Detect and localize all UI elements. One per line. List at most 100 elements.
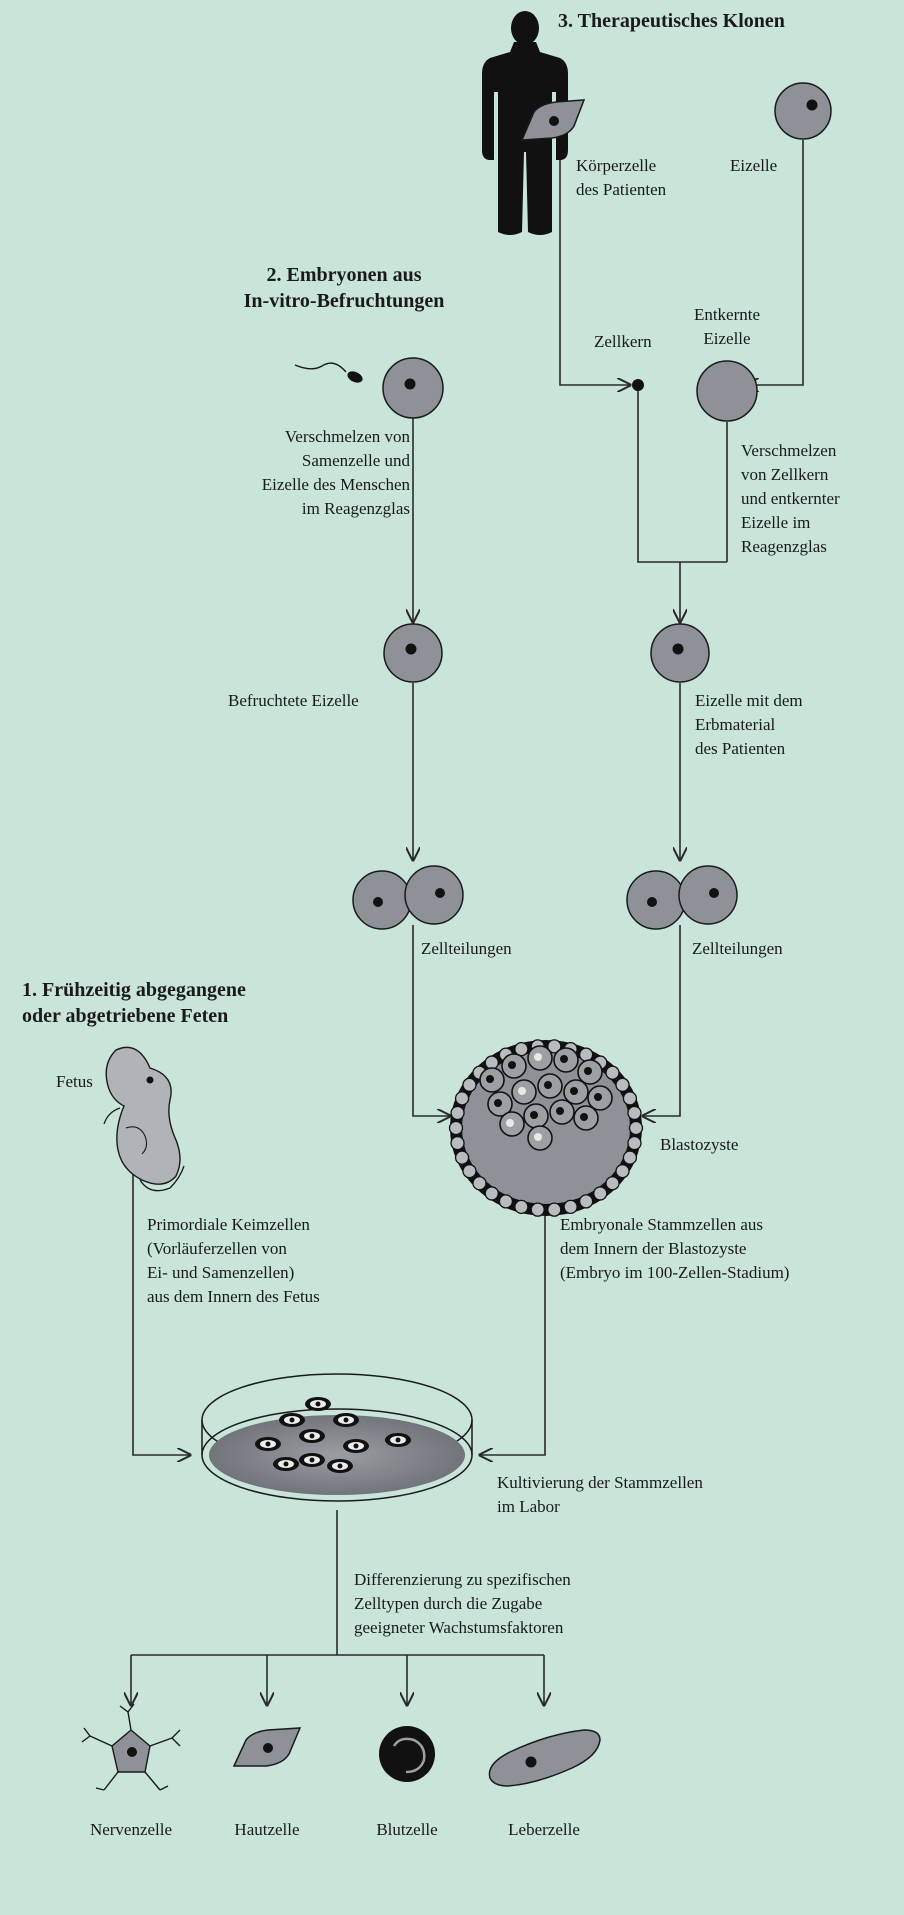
stem-cell-nucleus	[354, 1444, 359, 1449]
label-pgc-line-4: aus dem Innern des Fetus	[147, 1285, 320, 1309]
inner-cell-nucleus	[506, 1119, 514, 1127]
egg-cell-top	[775, 83, 831, 139]
stem-cell-nucleus	[284, 1462, 289, 1467]
heading-ivf-line-2: In-vitro-Befruchtungen	[204, 288, 484, 314]
trophoblast-cell	[606, 1066, 619, 1079]
trophoblast-cell	[616, 1078, 629, 1091]
heading-ivf-line-1: 2. Embryonen aus	[204, 262, 484, 288]
label-pgc-line-1: Primordiale Keimzellen	[147, 1213, 320, 1237]
label-fusion-ivf: Verschmelzen von Samenzelle und Eizelle …	[200, 425, 410, 521]
label-fusion-ivf-line-3: Eizelle des Menschen	[200, 473, 410, 497]
liver-cell-illustration	[489, 1730, 600, 1786]
inner-cell-nucleus	[560, 1055, 568, 1063]
inner-cell-nucleus	[580, 1113, 588, 1121]
trophoblast-cell	[623, 1092, 636, 1105]
stem-cell-nucleus	[266, 1442, 271, 1447]
label-pgc-line-2: (Vorläuferzellen von	[147, 1237, 320, 1261]
stem-cell-nucleus	[310, 1434, 315, 1439]
trophoblast-cell	[485, 1056, 498, 1069]
trophoblast-cell	[623, 1151, 636, 1164]
label-esc-line-3: (Embryo im 100-Zellen-Stadium)	[560, 1261, 789, 1285]
label-nucleus: Zellkern	[594, 330, 652, 354]
heading-fetuses: 1. Frühzeitig abgegangene oder abgetrieb…	[22, 977, 246, 1029]
trophoblast-cell	[580, 1195, 593, 1208]
two-cell-stage-right	[627, 866, 737, 929]
two-cell-stage-left	[353, 866, 463, 929]
label-body-cell-line-2: des Patienten	[576, 178, 666, 202]
fetus-illustration	[104, 1047, 184, 1190]
label-esc-line-1: Embryonale Stammzellen aus	[560, 1213, 789, 1237]
inner-cell-nucleus	[494, 1099, 502, 1107]
inner-cell-nucleus	[584, 1067, 592, 1075]
label-pgc-line-3: Ei- und Samenzellen)	[147, 1261, 320, 1285]
trophoblast-cell	[531, 1203, 544, 1216]
label-differentiation: Differenzierung zu spezifischen Zelltype…	[354, 1568, 571, 1640]
label-fusion-clone-line-4: Eizelle im	[741, 511, 840, 535]
ivf-egg-cell	[383, 358, 443, 418]
label-fusion-clone: Verschmelzen von Zellkern und entkernter…	[741, 439, 840, 559]
label-fusion-ivf-line-2: Samenzelle und	[200, 449, 410, 473]
inner-cell-nucleus	[508, 1061, 516, 1069]
stem-cell-nucleus	[396, 1438, 401, 1443]
inner-cell-nucleus	[486, 1075, 494, 1083]
label-egg-patient-line-1: Eizelle mit dem	[695, 689, 803, 713]
label-cultivation-line-2: im Labor	[497, 1495, 703, 1519]
heading-fetuses-line-1: 1. Frühzeitig abgegangene	[22, 977, 246, 1003]
arrow-right-division-to-blastocyst	[643, 925, 680, 1116]
stem-cell-nucleus	[310, 1458, 315, 1463]
blood-cell-illustration	[379, 1726, 435, 1782]
sperm-cell	[295, 363, 364, 385]
label-diff-line-2: Zelltypen durch die Zugabe	[354, 1592, 571, 1616]
skin-cell-illustration	[234, 1728, 300, 1766]
label-primordial-germ-cells: Primordiale Keimzellen (Vorläuferzellen …	[147, 1213, 320, 1309]
inner-cell-nucleus	[556, 1107, 564, 1115]
trophoblast-cell	[616, 1165, 629, 1178]
label-fusion-clone-line-1: Verschmelzen	[741, 439, 840, 463]
stem-cell-nucleus	[316, 1402, 321, 1407]
inner-cell-nucleus	[534, 1053, 542, 1061]
label-blastocyst: Blastozyste	[660, 1133, 738, 1157]
trophoblast-cell	[515, 1200, 528, 1213]
label-cell-division-right: Zellteilungen	[692, 937, 783, 961]
label-cultivation: Kultivierung der Stammzellen im Labor	[497, 1471, 703, 1519]
trophoblast-cell	[606, 1177, 619, 1190]
inner-cell-nucleus	[530, 1111, 538, 1119]
stem-cell-nucleus	[290, 1418, 295, 1423]
label-fertilized-egg: Befruchtete Eizelle	[228, 689, 359, 713]
trophoblast-cell	[630, 1122, 643, 1135]
label-embryonic-stem-cells: Embryonale Stammzellen aus dem Innern de…	[560, 1213, 789, 1285]
egg-with-patient-dna	[651, 624, 709, 682]
label-fusion-clone-line-5: Reagenzglas	[741, 535, 840, 559]
trophoblast-cell	[548, 1203, 561, 1216]
label-body-cell: Körperzelle des Patienten	[576, 154, 666, 202]
label-enucleated-egg: Entkernte Eizelle	[672, 303, 782, 351]
trophoblast-cell	[450, 1122, 463, 1135]
inner-cell-nucleus	[570, 1087, 578, 1095]
trophoblast-cell	[628, 1106, 641, 1119]
stem-cell-nucleus	[344, 1418, 349, 1423]
heading-ivf-embryos: 2. Embryonen aus In-vitro-Befruchtungen	[204, 262, 484, 314]
label-blood-cell: Blutzelle	[357, 1818, 457, 1842]
stem-cell-nucleus	[338, 1464, 343, 1469]
blastocyst-illustration	[450, 1040, 643, 1216]
inner-cell-nucleus	[594, 1093, 602, 1101]
heading-therapeutic-cloning: 3. Therapeutisches Klonen	[558, 8, 785, 34]
nerve-cell-illustration	[82, 1704, 180, 1790]
inner-cell-nucleus	[518, 1087, 526, 1095]
trophoblast-cell	[628, 1137, 641, 1150]
trophoblast-cell	[463, 1165, 476, 1178]
label-cell-division-left: Zellteilungen	[421, 937, 512, 961]
label-egg-patient-line-2: Erbmaterial	[695, 713, 803, 737]
trophoblast-cell	[456, 1092, 469, 1105]
trophoblast-cell	[594, 1187, 607, 1200]
label-fusion-ivf-line-4: im Reagenzglas	[200, 497, 410, 521]
heading-fetuses-line-2: oder abgetriebene Feten	[22, 1003, 246, 1029]
label-fetus: Fetus	[56, 1070, 93, 1094]
trophoblast-cell	[485, 1187, 498, 1200]
trophoblast-cell	[499, 1195, 512, 1208]
inner-cell-nucleus	[534, 1133, 542, 1141]
label-fusion-clone-line-2: von Zellkern	[741, 463, 840, 487]
trophoblast-cell	[473, 1177, 486, 1190]
label-diff-line-1: Differenzierung zu spezifischen	[354, 1568, 571, 1592]
